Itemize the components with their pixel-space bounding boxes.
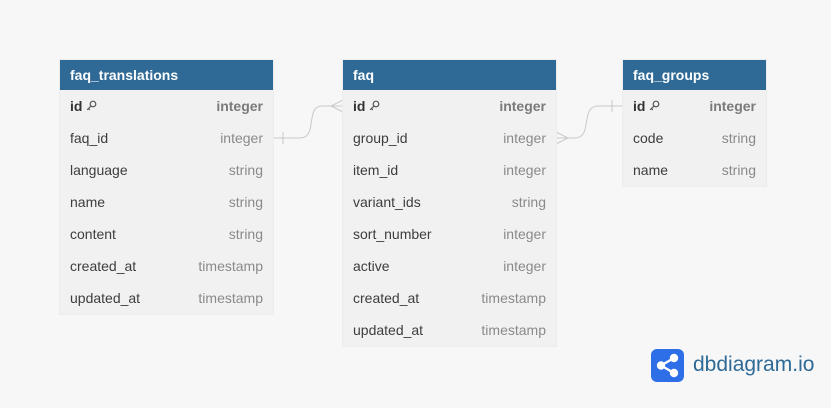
column-row-updated-at[interactable]: updated_at timestamp [343,314,556,346]
column-row-id[interactable]: id integer [623,90,766,122]
column-name: sort_number [353,218,432,250]
column-name-text: code [633,130,664,146]
column-name: language [70,154,128,186]
column-type: integer [220,130,263,146]
table-title[interactable]: faq_groups [623,60,766,90]
share-nodes-icon [651,349,684,382]
column-row-created-at[interactable]: created_at timestamp [60,250,273,282]
column-name-text: faq_id [70,130,109,146]
logo-name: dbdiagram [693,353,793,376]
column-name-text: item_id [353,162,399,178]
column-name: id [353,90,380,122]
cardinality-many-mark [329,99,344,113]
column-row-updated-at[interactable]: updated_at timestamp [60,282,273,314]
column-row-name[interactable]: name string [623,154,766,186]
column-row-group-id[interactable]: group_id integer [343,122,556,154]
column-row-created-at[interactable]: created_at timestamp [343,282,556,314]
column-name: group_id [353,122,408,154]
column-type: timestamp [481,290,546,306]
column-name-text: group_id [353,130,408,146]
column-type: integer [499,98,546,114]
column-type: string [228,194,263,210]
column-row-id[interactable]: id integer [60,90,273,122]
column-name-text: updated_at [353,322,424,338]
column-name-text: name [633,162,669,178]
column-name: name [633,154,668,186]
column-type: integer [503,258,546,274]
column-row-code[interactable]: code string [623,122,766,154]
column-type: integer [503,130,546,146]
column-row-sort-number[interactable]: sort_number integer [343,218,556,250]
relationship-line-faq-translations-faq [273,105,343,139]
column-name-text: id [70,98,83,114]
column-name: updated_at [70,282,140,314]
column-row-name[interactable]: name string [60,186,273,218]
key-icon [86,90,97,122]
column-name: created_at [70,250,136,282]
column-name-text: name [70,194,106,210]
column-name: id [633,90,660,122]
column-row-language[interactable]: language string [60,154,273,186]
column-name: code [633,122,663,154]
column-row-id[interactable]: id integer [343,90,556,122]
column-row-active[interactable]: active integer [343,250,556,282]
column-name-text: active [353,258,390,274]
column-name: created_at [353,282,419,314]
column-type: string [228,226,263,242]
relationship-line-faq-faq-groups [556,105,623,139]
column-row-content[interactable]: content string [60,218,273,250]
column-name: updated_at [353,314,423,346]
column-name-text: created_at [70,258,137,274]
column-name-text: updated_at [70,290,141,306]
column-type: timestamp [481,322,546,338]
column-type: string [721,130,756,146]
table-faq-groups[interactable]: faq_groups id integer code string name string [623,60,766,186]
column-name: name [70,186,105,218]
column-name: variant_ids [353,186,421,218]
column-type: integer [503,226,546,242]
column-row-faq-id[interactable]: faq_id integer [60,122,273,154]
table-title[interactable]: faq_translations [60,60,273,90]
column-name: active [353,250,390,282]
column-name: content [70,218,116,250]
table-faq-translations[interactable]: faq_translations id integer faq_id integer l… [60,60,273,314]
logo-tld: .io [792,353,815,376]
column-name-text: content [70,226,116,242]
cardinality-many-mark [555,131,570,145]
column-name-text: id [353,98,366,114]
table-title[interactable]: faq [343,60,556,90]
column-name: faq_id [70,122,108,154]
column-name-text: variant_ids [353,194,421,210]
column-name-text: created_at [353,290,420,306]
column-type: string [721,162,756,178]
column-type: string [511,194,546,210]
logo-wordmark: dbdiagram.io [693,353,814,377]
column-name-text: language [70,162,128,178]
key-icon [369,90,380,122]
column-name: item_id [353,154,398,186]
key-icon [649,90,660,122]
column-type: integer [503,162,546,178]
column-row-item-id[interactable]: item_id integer [343,154,556,186]
column-name-text: id [633,98,646,114]
column-type: integer [709,98,756,114]
column-type: timestamp [198,290,263,306]
column-type: timestamp [198,258,263,274]
column-name-text: sort_number [353,226,432,242]
column-type: integer [216,98,263,114]
column-name: id [70,90,97,122]
column-row-variant-ids[interactable]: variant_ids string [343,186,556,218]
column-type: string [228,162,263,178]
